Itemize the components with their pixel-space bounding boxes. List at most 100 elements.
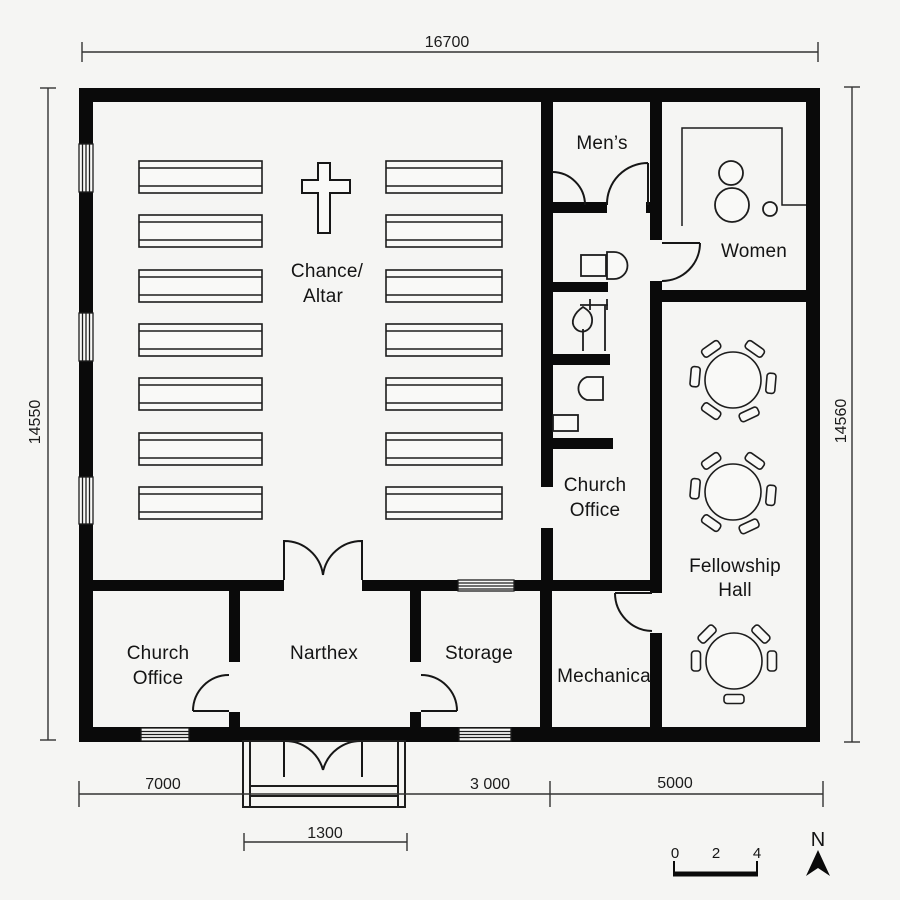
north-arrow-icon [806,850,830,876]
chair [689,365,702,388]
wall-left [79,88,93,742]
pew [138,214,263,248]
sink-icon [571,299,608,351]
pew [385,214,503,248]
pew [138,377,263,411]
windows [78,143,515,742]
window-bottom-1 [140,727,190,742]
wall-women-upper [650,100,662,240]
dimension-lines [40,42,860,851]
chair [689,477,702,500]
fixture-cabinet [552,414,579,432]
chair [700,451,722,470]
wall-office-narthex-lower [229,712,240,727]
dim-label-bottom-left: 7000 [145,776,181,793]
dim-label-right-height: 14560 [833,399,850,444]
window-left-1 [78,143,94,193]
dim-label-top-width: 16700 [425,34,470,51]
window-left-2 [78,312,94,362]
pew [385,432,503,466]
dim-label-bottom-mid: 3 000 [470,776,510,793]
wall-nave-corridor-lower [541,528,553,590]
entry-porch [242,740,406,808]
pew [138,160,263,194]
label-chancel-line2: Altar [303,286,344,307]
mens-door-arc [605,162,649,206]
wall-mens-bottom [541,202,607,213]
chair [744,339,766,358]
label-fellowship-line1: Fellowship [689,556,781,577]
wall-top [79,88,820,102]
label-church-office-left-line2: Office [133,668,183,689]
outer-walls [79,88,820,742]
wall-fellowship-left-lower [650,633,662,727]
pew [138,323,263,357]
scale-tick-2: 2 [712,845,720,862]
wall-storage-mechanical [540,591,552,727]
round-table [690,624,778,705]
scale-tick-0: 0 [671,845,679,862]
chair [700,339,722,358]
chair [700,402,722,421]
label-storage: Storage [445,643,513,664]
window-mid-storage [457,579,515,592]
pew [385,323,503,357]
narthex-double-door-right [322,539,363,580]
interior-walls [93,100,806,727]
chair [700,514,722,533]
pew [385,160,503,194]
labels: Chance/ Altar Men’s Women Church Office … [27,34,850,862]
label-church-office-left-line1: Church [127,643,189,664]
dim-right [844,86,860,743]
wall-nave-corridor-upper [541,100,553,487]
wall-wc-stub-3 [541,438,613,449]
fellowship-tables [689,339,778,705]
entry-double-door-right [322,739,363,777]
womens-toilet-icon [714,160,778,223]
pews [138,160,503,520]
wall-wc-stub-2 [541,354,610,365]
pew [385,486,503,520]
womens-door-arc [661,242,701,282]
church-office-door-arc [192,674,230,712]
storage-door-arc [420,674,458,712]
scale-bar [673,861,758,877]
wall-fellowship-left [650,281,662,593]
dim-bottom [78,781,824,807]
chair [764,484,777,507]
toilet-icon [580,251,629,280]
chair [751,624,771,644]
pew [385,269,503,303]
wall-mid-left [93,580,284,591]
restroom-fixtures [552,127,806,432]
window-bottom-2 [458,727,512,742]
dim-label-bottom-right: 5000 [657,775,693,792]
dim-left [40,87,56,741]
label-women: Women [721,241,787,262]
label-church-office-mid-line1: Church [564,475,626,496]
label-narthex: Narthex [290,643,358,664]
pew [138,486,263,520]
wall-mens-bottom-jamb [646,202,662,213]
doors [192,162,701,777]
wall-right [806,88,820,742]
wall-narthex-storage-upper [410,591,421,662]
dim-label-left-height: 14550 [27,400,44,445]
toilet-icon [577,376,604,401]
label-mechanical: Mechanica [557,666,651,687]
chair [744,451,766,470]
chair [723,693,745,705]
round-table [689,451,777,535]
chair [738,518,760,535]
wall-wc-stub-1 [541,282,608,292]
womens-cubicle [681,127,806,226]
chair [766,650,778,672]
entry-double-door-left [283,739,324,777]
chair [738,406,760,423]
round-table [689,339,777,423]
porch-outline [242,740,406,808]
north-label: N [811,829,825,851]
dim-label-entrance-width: 1300 [307,825,343,842]
